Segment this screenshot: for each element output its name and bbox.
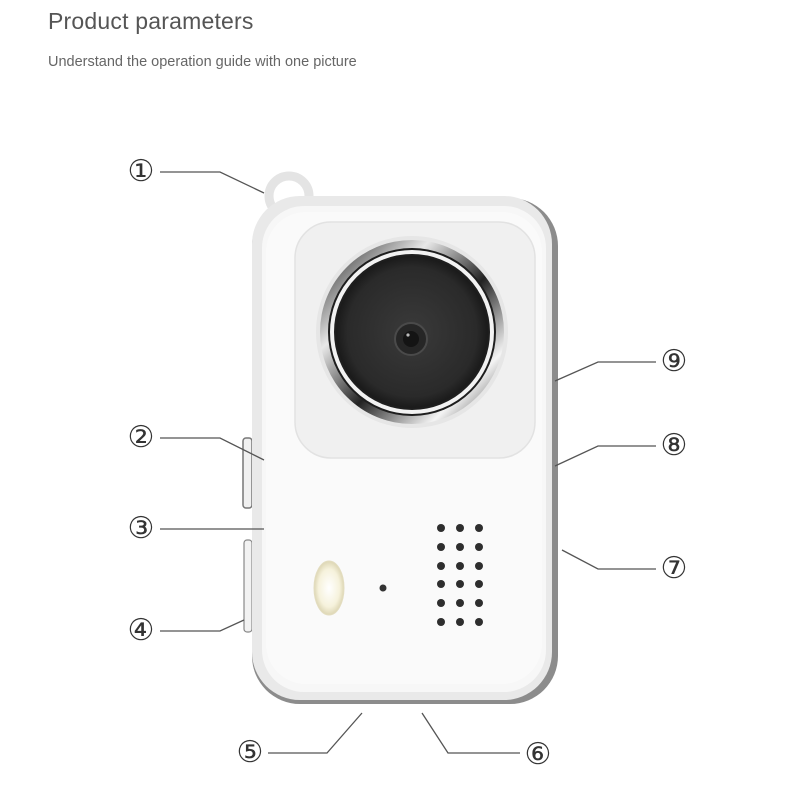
lens-icon	[316, 236, 508, 428]
callout-3: ③	[127, 511, 155, 546]
page-subtitle: Understand the operation guide with one …	[48, 54, 357, 70]
callout-9: ⑨	[660, 344, 688, 379]
microphone-hole-icon	[379, 584, 387, 592]
flash-led-icon	[313, 560, 345, 616]
leader-line-2	[160, 437, 265, 461]
callout-8: ⑧	[660, 428, 688, 463]
callout-6: ⑥	[524, 737, 552, 772]
callout-7: ⑦	[660, 551, 688, 586]
side-buttons	[242, 437, 253, 633]
leader-lines	[160, 171, 656, 754]
leader-line-4	[160, 619, 245, 632]
page-title: Product parameters	[48, 8, 254, 34]
leader-line-5	[268, 712, 363, 754]
callout-2: ②	[127, 420, 155, 455]
speaker-grille-icon	[437, 524, 483, 626]
callout-1: ①	[127, 154, 155, 189]
leader-line-6	[421, 712, 520, 754]
leader-line-1	[160, 171, 265, 194]
callout-4: ④	[127, 613, 155, 648]
leader-line-7	[561, 549, 656, 570]
leader-line-8	[554, 445, 656, 467]
leader-line-9	[554, 361, 656, 382]
callout-5: ⑤	[236, 735, 264, 770]
